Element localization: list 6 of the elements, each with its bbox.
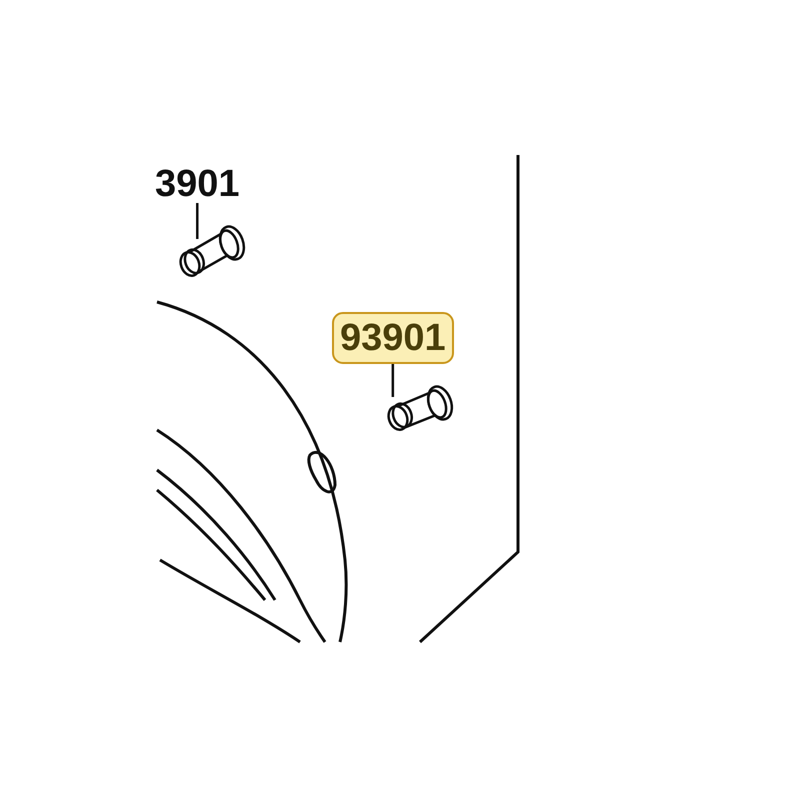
leader-line [196, 203, 199, 239]
leader-line [392, 364, 394, 397]
pin-drawing [387, 385, 454, 431]
callout-number: 3901 [155, 165, 240, 203]
pin-drawing [179, 225, 246, 277]
callout-number: 93901 [332, 312, 454, 364]
